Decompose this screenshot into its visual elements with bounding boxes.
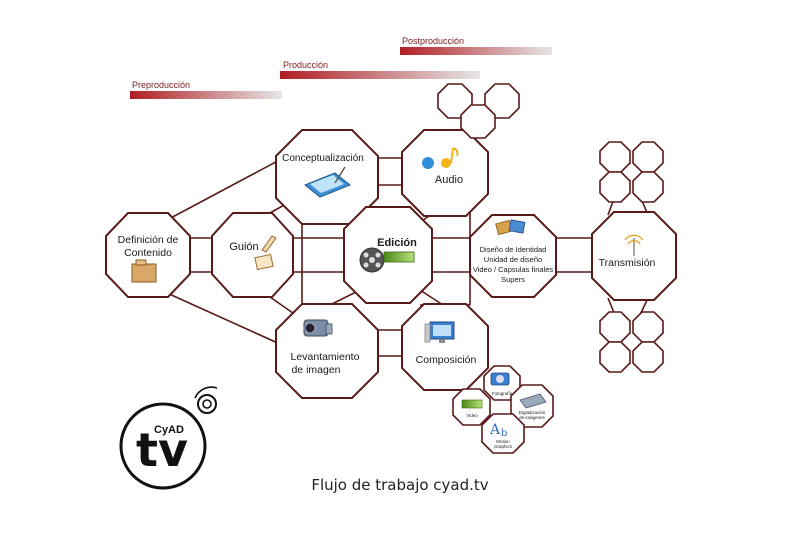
node-composicion: Composición bbox=[401, 303, 489, 391]
antenna-icon bbox=[624, 234, 644, 256]
node-levantamiento-de-imagen: Levantamiento de imagen bbox=[275, 303, 379, 399]
phase-label: Producción bbox=[283, 60, 328, 70]
node-label: Video / Capsulas finales bbox=[473, 265, 554, 274]
node-label: Edición bbox=[377, 237, 417, 249]
node-label: de imagen bbox=[291, 364, 340, 376]
camera-icon bbox=[490, 372, 510, 386]
video-camera-icon bbox=[303, 319, 333, 337]
node-definicion-de-contenido: Definición de Contenido bbox=[105, 212, 191, 298]
folder-icon bbox=[131, 259, 157, 283]
design-books-icon bbox=[495, 219, 526, 236]
subnode-label: Video bbox=[466, 413, 478, 418]
logo-top-text: CyAD bbox=[154, 424, 184, 436]
logo-main-text: tv bbox=[136, 423, 188, 477]
decor-octagon-cluster-right-top bbox=[599, 141, 664, 203]
phase-produccion: Producción bbox=[280, 60, 480, 79]
ab-letters-icon: A b bbox=[489, 422, 507, 439]
node-audio: Audio bbox=[401, 129, 489, 217]
phase-postproduccion: Postproducción bbox=[400, 36, 552, 55]
node-transmision: Transmisión bbox=[591, 211, 677, 301]
film-reel-icon bbox=[359, 247, 415, 273]
subnode-digitalizacion: Digitalización de imágenes bbox=[510, 384, 554, 428]
phase-label: Preproducción bbox=[132, 80, 190, 90]
node-edicion: Edición bbox=[343, 206, 433, 304]
diagram-caption: Flujo de trabajo cyad.tv bbox=[311, 476, 489, 494]
node-label: Audio bbox=[435, 174, 463, 186]
node-diseno: Diseño de Identidad Unidad de diseño Vid… bbox=[469, 214, 557, 298]
node-label: Conceptualización bbox=[282, 153, 364, 164]
node-conceptualizacion: Conceptualización bbox=[275, 129, 379, 225]
node-label: Levantamiento bbox=[291, 351, 360, 363]
phase-preproduccion: Preproducción bbox=[130, 80, 282, 99]
svg-text:A: A bbox=[489, 422, 501, 438]
node-label: Unidad de diseño bbox=[484, 255, 542, 264]
node-label: Diseño de Identidad bbox=[480, 245, 547, 254]
subnode-fotografia: Fotografía bbox=[483, 365, 521, 401]
tablet-icon bbox=[304, 166, 351, 198]
node-label: Contenido bbox=[124, 247, 172, 259]
subnode-motion-graphics: A b Motion Graphics bbox=[481, 413, 525, 454]
node-label: Definición de bbox=[118, 234, 179, 246]
decor-octagon-cluster-top bbox=[437, 83, 520, 139]
subnode-label: Digitalización bbox=[519, 410, 546, 415]
node-guion: Guión bbox=[211, 212, 294, 298]
subnode-video: Video bbox=[452, 388, 491, 426]
decor-octagon-cluster-right-bottom bbox=[599, 311, 664, 373]
quill-paper-icon bbox=[254, 235, 277, 271]
node-label: Guión bbox=[229, 241, 258, 253]
cyad-tv-logo: CyAD tv bbox=[119, 386, 218, 490]
phase-label: Postproducción bbox=[402, 36, 464, 46]
music-note-icon bbox=[422, 147, 459, 169]
subnode-label: Motion bbox=[496, 439, 510, 444]
subnode-label: de imágenes bbox=[519, 415, 546, 420]
svg-text:b: b bbox=[501, 428, 507, 439]
node-label: Composición bbox=[416, 354, 477, 366]
subnode-label: Fotografía bbox=[492, 391, 513, 396]
node-label: Supers bbox=[501, 275, 525, 284]
node-label: Transmisión bbox=[599, 257, 656, 269]
computer-icon bbox=[424, 321, 455, 343]
subnode-label: Graphics bbox=[494, 444, 513, 449]
scanner-icon bbox=[519, 393, 547, 409]
